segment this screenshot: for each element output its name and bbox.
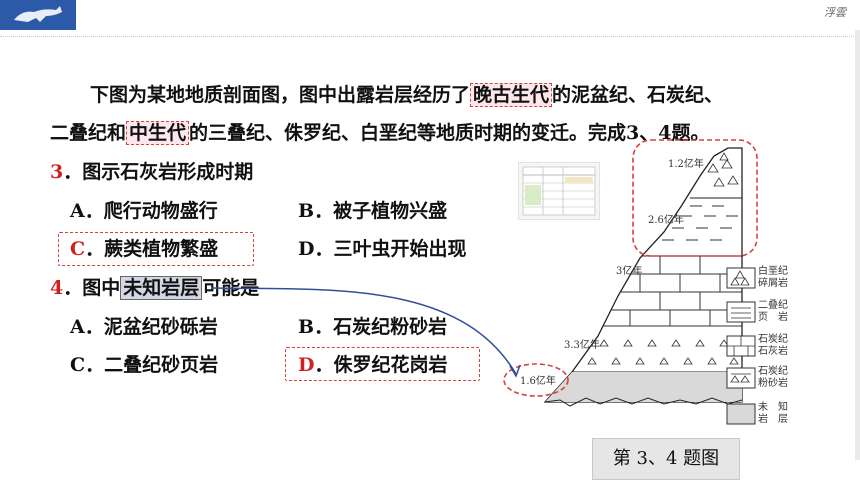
answer-box-q3 bbox=[58, 232, 254, 266]
intro-text: 二叠纪和 bbox=[50, 122, 127, 144]
header-divider bbox=[0, 36, 860, 37]
figure-caption: 第 3、4 题图 bbox=[592, 438, 740, 480]
connector-arrow bbox=[211, 287, 517, 375]
intro-line-2: 二叠纪和中生代的三叠纪、侏罗纪、白垩纪等地质时期的变迁。完成3、4题。 bbox=[50, 121, 710, 145]
age-label: 1.2亿年 bbox=[668, 159, 704, 170]
q3-option-b[interactable]: B．被子植物兴盛 bbox=[298, 199, 447, 223]
question-number: 3 bbox=[50, 161, 64, 183]
question-number: 4 bbox=[50, 277, 64, 299]
question-range: 3、4 bbox=[626, 122, 672, 144]
option-text: ．蕨类植物繁盛 bbox=[85, 238, 219, 260]
question-3: 3．图示石灰岩形成时期 bbox=[50, 160, 253, 184]
watermark-signature: 浮雲 bbox=[824, 6, 846, 19]
q3-option-d[interactable]: D．三叶虫开始出现 bbox=[298, 237, 467, 261]
intro-line-1: 下图为某地地质剖面图，图中出露岩层经历了晚古生代的泥盆纪、石炭纪、 bbox=[90, 83, 723, 107]
highlight-late-paleozoic: 晚古生代 bbox=[470, 83, 553, 107]
logo bbox=[0, 0, 76, 30]
legend-label: 石炭纪 粉砂岩 bbox=[758, 366, 788, 389]
highlight-mesozoic: 中生代 bbox=[126, 121, 190, 145]
option-letter: C bbox=[70, 354, 86, 376]
reference-table-thumbnail bbox=[518, 162, 600, 220]
legend-label: 未 知 岩 层 bbox=[758, 402, 788, 425]
question-stem: ．图示石灰岩形成时期 bbox=[63, 161, 254, 183]
option-letter: B bbox=[298, 200, 315, 222]
option-text: ．石炭纪粉砂岩 bbox=[314, 316, 448, 338]
q4-option-b[interactable]: B．石炭纪粉砂岩 bbox=[298, 315, 447, 339]
legend-label: 白垩纪 碎屑岩 bbox=[758, 266, 788, 289]
rock-strata bbox=[545, 152, 742, 402]
option-text: ．二叠纪砂页岩 bbox=[85, 354, 219, 376]
answer-box-q4 bbox=[285, 347, 480, 381]
q4-option-a[interactable]: A．泥盆纪砂砾岩 bbox=[70, 315, 218, 339]
right-scroll-strip bbox=[855, 30, 860, 460]
question-stem: ．图中 bbox=[63, 277, 121, 299]
option-letter: D bbox=[298, 354, 315, 376]
intro-text: 的泥盆纪、石炭纪、 bbox=[552, 84, 724, 106]
option-text: ．侏罗纪花岗岩 bbox=[314, 354, 448, 376]
highlight-unknown-age bbox=[503, 363, 569, 397]
highlight-upper-strata bbox=[632, 139, 758, 257]
intro-text: 题。 bbox=[671, 122, 710, 144]
jagged-base bbox=[544, 397, 743, 407]
legend-label: 二叠纪 页 岩 bbox=[758, 300, 788, 323]
option-letter: D bbox=[298, 238, 315, 260]
q3-option-c[interactable]: C．蕨类植物繁盛 bbox=[70, 237, 218, 261]
horse-logo-icon bbox=[14, 6, 62, 22]
intro-text: 下图为某地地质剖面图，图中出露岩层经历了 bbox=[90, 84, 471, 106]
arrow-head-icon bbox=[509, 364, 521, 378]
q4-option-d[interactable]: D．侏罗纪花岗岩 bbox=[298, 353, 448, 377]
option-letter: B bbox=[298, 316, 315, 338]
intro-text: 的三叠纪、侏罗纪、白垩纪等地质时期的变迁。完成 bbox=[189, 122, 627, 144]
option-text: ．爬行动物盛行 bbox=[84, 200, 218, 222]
option-text: ．被子植物兴盛 bbox=[314, 200, 448, 222]
q4-option-c[interactable]: C．二叠纪砂页岩 bbox=[70, 353, 218, 377]
option-text: ．三叶虫开始出现 bbox=[314, 238, 467, 260]
option-letter: A bbox=[70, 316, 85, 338]
age-label: 2.6亿年 bbox=[648, 215, 684, 226]
slope-outline bbox=[543, 147, 743, 403]
age-label: 1.6亿年 bbox=[520, 376, 556, 387]
q3-option-a[interactable]: A．爬行动物盛行 bbox=[70, 199, 218, 223]
option-letter: C bbox=[70, 238, 86, 260]
age-label: 3亿年 bbox=[616, 266, 643, 277]
question-4: 4．图中未知岩层可能是 bbox=[50, 276, 259, 300]
highlight-unknown-layer: 未知岩层 bbox=[120, 276, 203, 300]
age-label: 3.3亿年 bbox=[564, 340, 600, 351]
table-thumbnail-graphic bbox=[522, 166, 596, 216]
option-text: ．泥盆纪砂砾岩 bbox=[84, 316, 218, 338]
legend-label: 石炭纪 石灰岩 bbox=[758, 334, 788, 357]
option-letter: A bbox=[70, 200, 85, 222]
